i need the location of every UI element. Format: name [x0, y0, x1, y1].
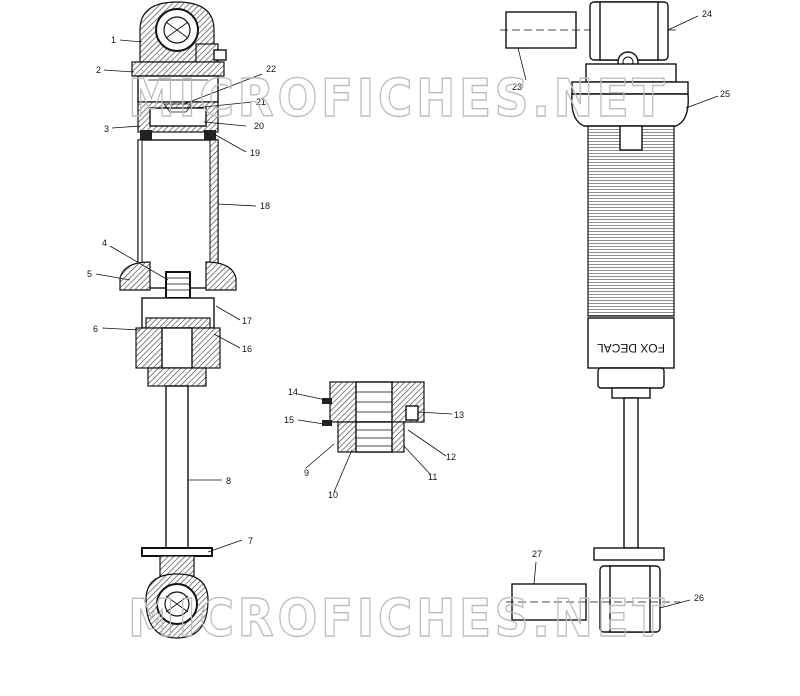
- callout-3: 3: [104, 124, 109, 134]
- callout-23: 23: [512, 82, 522, 92]
- callout-25: 25: [720, 89, 730, 99]
- callout-2: 2: [96, 65, 101, 75]
- sectioned-shock: [119, 1, 237, 639]
- shaft: [165, 385, 189, 549]
- callout-9: 9: [304, 468, 309, 478]
- callout-21: 21: [256, 97, 266, 107]
- watermark-bottom: MICROFICHES.NET: [128, 589, 668, 649]
- callout-20: 20: [254, 121, 264, 131]
- bumper-left: [119, 261, 151, 291]
- shock-body-external: [587, 125, 675, 317]
- seal-head-detail: [322, 381, 425, 453]
- callout-24: 24: [702, 9, 712, 19]
- callout-18: 18: [260, 201, 270, 211]
- decal-text: FOX DECAL: [597, 341, 665, 355]
- callout-19: 19: [250, 148, 260, 158]
- callout-1: 1: [111, 35, 116, 45]
- callout-12: 12: [446, 452, 456, 462]
- callout-13: 13: [454, 410, 464, 420]
- callout-7: 7: [248, 536, 253, 546]
- callout-22: 22: [266, 64, 276, 74]
- callout-8: 8: [226, 476, 231, 486]
- callout-17: 17: [242, 316, 252, 326]
- shock-body: [137, 139, 219, 289]
- shaft-external: [623, 397, 639, 549]
- callouts: 1 2 3 4 5 6 7 8 9 10 11 12 13 14 15 16 1…: [87, 9, 730, 603]
- callout-5: 5: [87, 269, 92, 279]
- lower-spring-seat: [141, 547, 213, 557]
- external-shock: FOX DECAL: [500, 1, 689, 633]
- callout-11: 11: [428, 472, 437, 482]
- watermark-top: MICROFICHES.NET: [128, 69, 668, 129]
- callout-27: 27: [532, 549, 542, 559]
- callout-4: 4: [102, 238, 107, 248]
- piston-nut: [165, 271, 191, 299]
- callout-26: 26: [694, 593, 704, 603]
- leader-lines: [95, 15, 719, 609]
- callout-10: 10: [328, 490, 338, 500]
- callout-15: 15: [284, 415, 294, 425]
- bumper-right: [205, 261, 237, 291]
- callout-16: 16: [242, 344, 252, 354]
- callout-6: 6: [93, 324, 98, 334]
- callout-14: 14: [288, 387, 298, 397]
